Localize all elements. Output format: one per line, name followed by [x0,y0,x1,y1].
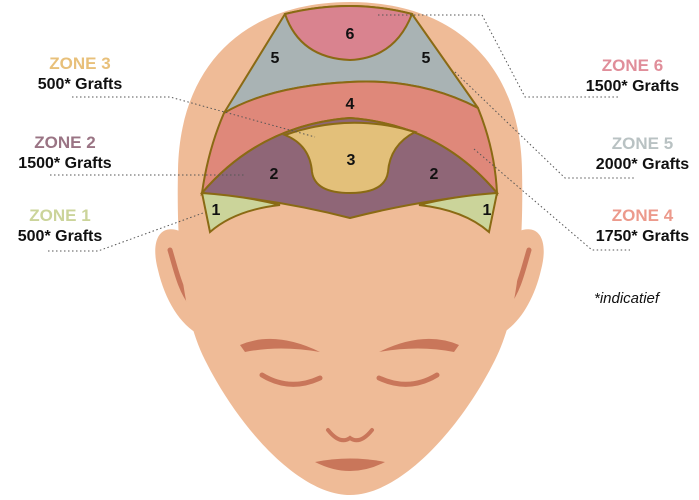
indicative-note: *indicatief [594,290,660,307]
left-eye [259,372,323,387]
nose [326,428,374,443]
zone-4-name: ZONE 4 [611,206,674,225]
zone-2-number-left: 2 [270,166,279,183]
zone-2-grafts: 1500* Grafts [18,155,112,172]
zone-6-area [283,5,414,62]
zone-6-label: ZONE 6 1500* Grafts [570,55,695,97]
zone-6-grafts: 1500* Grafts [585,78,680,95]
zone-6-leader [378,14,618,98]
zone-4-grafts: 1750* Grafts [595,228,690,245]
zone-5-label: ZONE 5 2000* Grafts [580,133,699,175]
zone-3-number: 3 [347,152,356,169]
zone-5-leader [454,71,636,179]
zone-1-grafts: 500* Grafts [17,228,103,245]
zone-1-left-area [200,191,281,234]
zone-1-right-area [418,191,499,234]
right-eye [376,372,440,387]
left-eyebrow [240,338,320,352]
leader-lines [48,14,636,252]
zone-2-name: ZONE 2 [34,133,96,152]
zone-2-label: ZONE 2 1500* Grafts [0,132,130,174]
zone-3-name: ZONE 3 [49,54,111,73]
zone-4-leader [473,148,630,251]
zone-3-label: ZONE 3 500* Grafts [10,53,150,95]
zone-5-number-right: 5 [422,50,431,67]
zone-3-leader [72,96,316,138]
zone-6-number: 6 [346,26,355,43]
mouth [315,458,385,471]
zone-3-grafts: 500* Grafts [37,76,123,93]
zone-6-name: ZONE 6 [601,56,664,75]
zone-4-number: 4 [346,96,355,113]
zone-5-name: ZONE 5 [611,134,674,153]
zone-1-name: ZONE 1 [29,206,91,225]
right-eyebrow [379,338,459,352]
zone-2-number-right: 2 [430,166,439,183]
zone-1-leader [48,212,204,252]
zone-3-area [282,121,418,195]
zone-1-number-left: 1 [212,202,221,219]
zone-1-label: ZONE 1 500* Grafts [0,205,120,247]
zone-1-number-right: 1 [483,202,492,219]
zone-5-grafts: 2000* Grafts [595,156,690,173]
zone-5-number-left: 5 [271,50,280,67]
zone-4-label: ZONE 4 1750* Grafts [580,205,699,247]
